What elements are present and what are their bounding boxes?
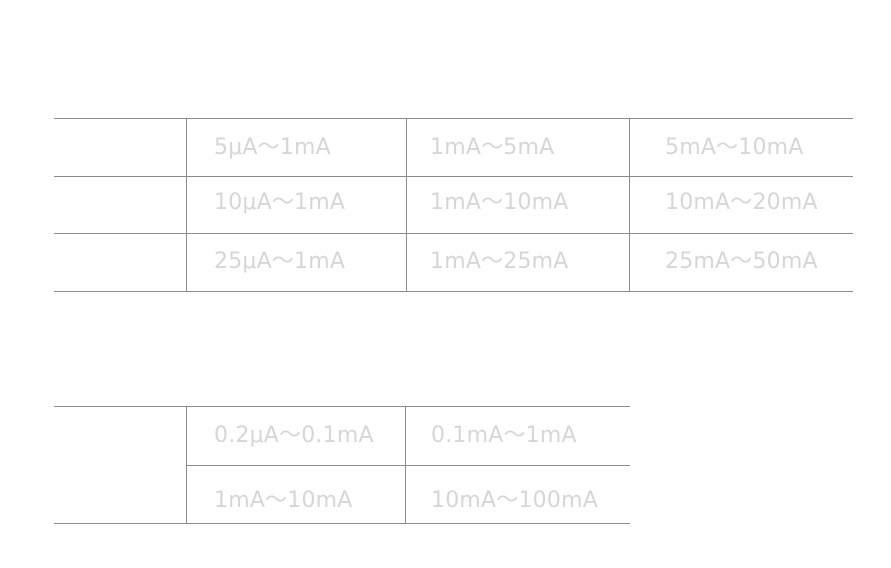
table2-col-divider-2: [405, 406, 406, 524]
table2-cell: 0.2μA～0.1mA: [214, 423, 374, 448]
table1-col-divider-3: [629, 118, 630, 292]
table1-cell: 5mA～10mA: [665, 135, 804, 160]
table1-cell: 1mA～25mA: [430, 249, 569, 274]
table1-cell: 10mA～20mA: [665, 190, 818, 215]
table1-rule-row2: [54, 233, 853, 234]
table1-rule-top: [54, 118, 853, 119]
table2-cell: 1mA～10mA: [214, 488, 353, 513]
table1-cell: 10μA～1mA: [214, 190, 346, 215]
table2-rule-row1: [186, 465, 630, 466]
table1-rule-bottom: [54, 291, 853, 292]
table1-rule-row1: [54, 176, 853, 177]
table2-col-divider-1: [186, 406, 187, 524]
table1-cell: 25mA～50mA: [665, 249, 818, 274]
table1-col-divider-1: [186, 118, 187, 292]
table1-cell: 5μA～1mA: [214, 135, 331, 160]
table1-col-divider-2: [406, 118, 407, 292]
table1-cell: 1mA～10mA: [430, 190, 569, 215]
table1-cell: 25μA～1mA: [214, 249, 346, 274]
table2-rule-top: [54, 406, 630, 407]
table1-cell: 1mA～5mA: [430, 135, 555, 160]
table2-cell: 10mA～100mA: [431, 488, 598, 513]
table2-cell: 0.1mA～1mA: [431, 423, 577, 448]
table2-rule-bottom: [54, 523, 630, 524]
